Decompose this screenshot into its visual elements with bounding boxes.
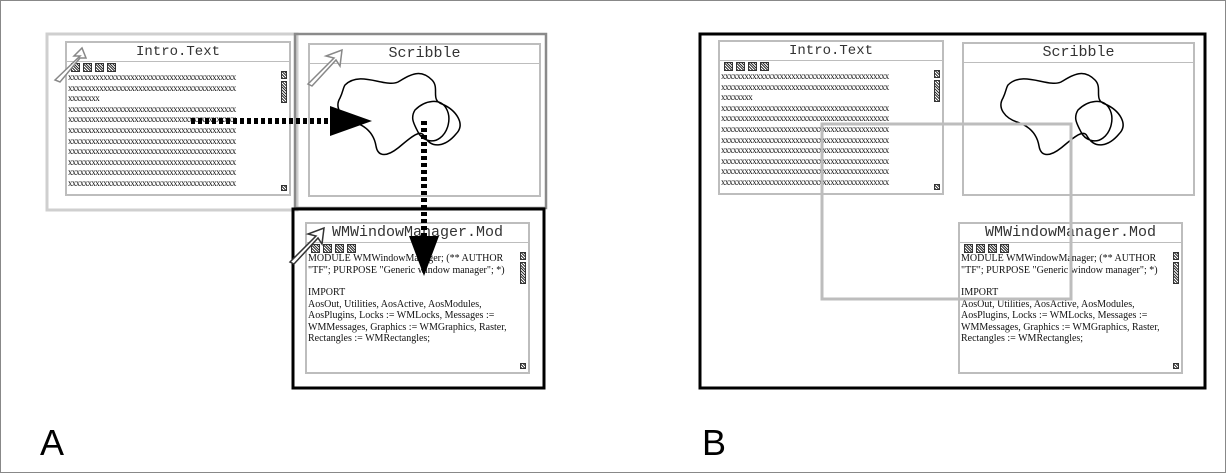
intro-text-body: xxxxxxxxxxxxxxxxxxxxxxxxxxxxxxxxxxxxxxxx… [68,72,236,192]
selection-outline-wm [291,207,546,390]
intro-text-body: xxxxxxxxxxxxxxxxxxxxxxxxxxxxxxxxxxxxxxxx… [721,71,889,191]
scrollbar[interactable] [934,70,940,190]
scribble-title: Scribble [310,45,539,64]
panel-label-a: A [40,422,65,463]
intro-text-title: Intro.Text [720,42,942,61]
scribble-curve-b [1000,72,1124,156]
drag-handle-arrow-icon [53,46,88,83]
arrowhead-down [409,236,439,276]
wm-code-body: MODULE WMWindowManager; (** AUTHOR "TF";… [961,253,1160,344]
scrollbar[interactable] [1173,252,1179,369]
window-buttons[interactable] [964,244,1009,253]
scribble-title: Scribble [964,44,1193,63]
arrowhead-right [330,106,372,136]
scrollbar[interactable] [520,252,526,369]
window-buttons[interactable] [724,62,769,71]
intro-text-title: Intro.Text [67,43,289,62]
window-buttons[interactable] [311,244,356,253]
panel-label-b: B [702,422,727,463]
overlap-region-outline [820,122,1073,301]
intro-text-window-b: Intro.Text xxxxxxxxxxxxxxxxxxxxxxxxxxxxx… [718,40,944,195]
scribble-window-b: Scribble [962,42,1195,196]
resize-arrow-icon [288,226,325,265]
wm-code-body: MODULE WMWindowManager; (** AUTHOR "TF";… [308,253,507,344]
window-buttons[interactable] [71,63,116,72]
resize-arrow-icon [306,48,343,87]
drag-path-arrow [191,118,427,236]
selection-outline-intro [45,32,299,212]
scrollbar[interactable] [281,71,287,191]
screen-outline-b [698,32,1207,390]
intro-text-window-a: Intro.Text xxxxxxxxxxxxxxxxxxxxxxxxxxxxx… [65,41,291,196]
scribble-curve-a [337,72,461,156]
